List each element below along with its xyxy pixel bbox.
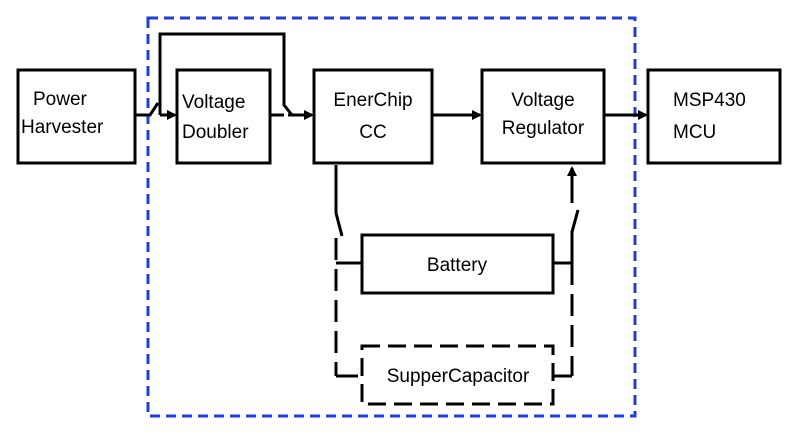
voltage-regulator-line1: Voltage [511, 90, 574, 111]
block-voltage-doubler: Voltage Doubler [175, 68, 272, 165]
voltage-doubler-line1: Voltage [182, 92, 245, 113]
block-supercapacitor: SupperCapacitor [360, 344, 555, 406]
harvester-switch-wire [135, 102, 160, 117]
enerchip-battery-switch [334, 165, 344, 237]
block-voltage-regulator: Voltage Regulator [480, 68, 606, 165]
block-mcu: MSP430 MCU [646, 68, 782, 165]
supercapacitor-label: SupperCapacitor [387, 366, 530, 387]
power-harvester-line2: Harvester [21, 117, 104, 138]
bypass-wire [158, 32, 294, 116]
power-harvester-line1: Power [33, 89, 88, 110]
mcu-line2: MCU [673, 122, 716, 143]
enerchip-line2: CC [359, 122, 386, 143]
enerchip-line1: EnerChip [333, 90, 412, 111]
block-enerchip: EnerChip CC [312, 68, 434, 165]
dashed-wires [334, 238, 574, 378]
battery-label: Battery [427, 255, 488, 276]
voltage-regulator-line2: Regulator [502, 118, 585, 139]
block-power-harvester: Power Harvester [16, 68, 137, 165]
battery-regulator-switch [553, 209, 580, 265]
voltage-doubler-line2: Doubler [182, 122, 249, 143]
block-battery: Battery [360, 233, 555, 295]
mcu-line1: MSP430 [673, 90, 746, 111]
solid-wires [135, 32, 648, 265]
system-boundary [146, 16, 637, 418]
